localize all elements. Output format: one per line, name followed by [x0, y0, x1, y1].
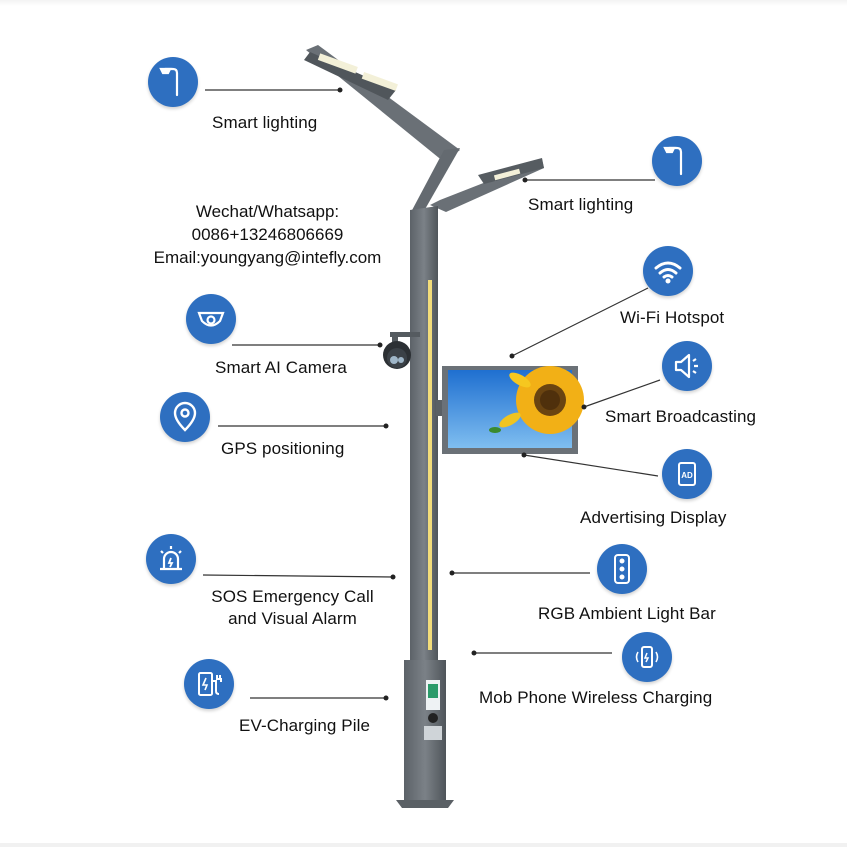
alarm-beacon-icon [146, 534, 196, 584]
bottom-border [0, 843, 847, 847]
contact-line-1: Wechat/Whatsapp: [195, 202, 340, 221]
label-ev-charging: EV-Charging Pile [239, 716, 371, 735]
contact-phone: 0086+13246806669 [191, 225, 344, 244]
charging-cabinet [396, 660, 454, 808]
speaker-icon [662, 341, 712, 391]
advertising-screen [442, 366, 584, 454]
display-bracket [436, 400, 446, 416]
wifi-icon [643, 246, 693, 296]
label-gps-positioning: GPS positioning [221, 439, 345, 458]
label-sos-line-1: SOS Emergency Call [211, 587, 374, 606]
traffic-light-icon [597, 544, 647, 594]
ev-charger-icon [184, 659, 234, 709]
label-smart-lighting-right: Smart lighting [528, 195, 634, 214]
ad-display-icon: AD [662, 449, 712, 499]
connector-lines [202, 87, 661, 701]
label-sos: SOS Emergency Call and Visual Alarm [195, 586, 390, 630]
ai-camera [383, 332, 420, 369]
street-lamp-icon [652, 136, 702, 186]
dome-camera-icon [186, 294, 236, 344]
label-smart-ai-camera: Smart AI Camera [215, 358, 347, 377]
lamp-arm-top [304, 45, 460, 218]
contact-email: Email:youngyang@intefly.com [153, 248, 382, 267]
label-smart-lighting-top: Smart lighting [212, 113, 318, 132]
label-wireless-charging: Mob Phone Wireless Charging [479, 688, 713, 707]
label-sos-line-2: and Visual Alarm [228, 609, 357, 628]
street-lamp-icon [148, 57, 198, 107]
wireless-phone-icon [622, 632, 672, 682]
top-border [0, 0, 847, 6]
rgb-light-strip [428, 280, 432, 650]
location-pin-icon [160, 392, 210, 442]
label-wifi-hotspot: Wi-Fi Hotspot [620, 308, 725, 327]
label-advertising-display: Advertising Display [580, 508, 727, 527]
pole-shaft [410, 206, 438, 660]
contact-info: Wechat/Whatsapp: 0086+13246806669 Email:… [130, 200, 405, 269]
label-smart-broadcasting: Smart Broadcasting [605, 407, 757, 426]
lamp-arm-right [430, 158, 544, 212]
svg-text:AD: AD [681, 471, 693, 480]
label-rgb-light-bar: RGB Ambient Light Bar [538, 604, 716, 623]
